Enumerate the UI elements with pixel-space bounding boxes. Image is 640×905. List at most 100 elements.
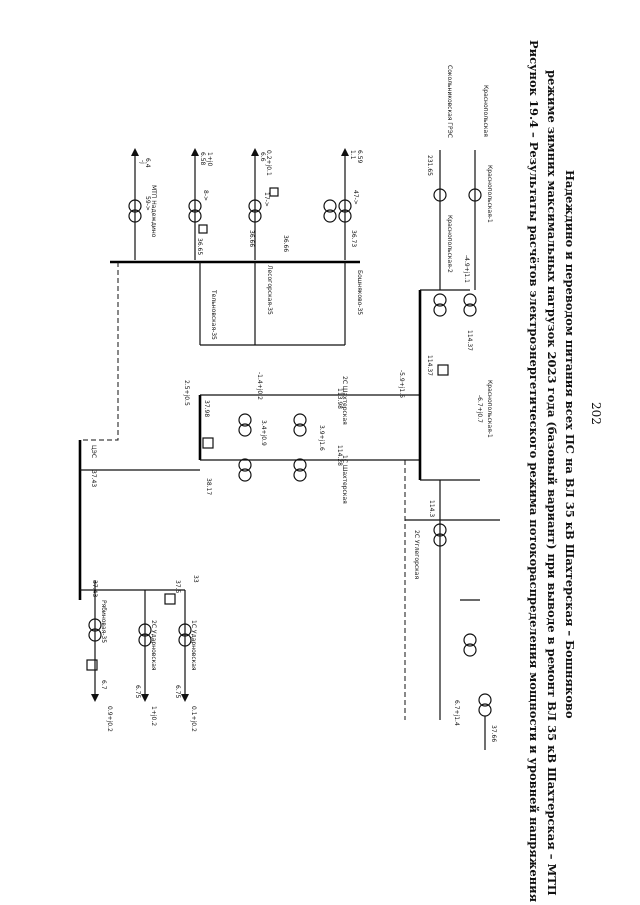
schematic-element bbox=[188, 209, 202, 223]
bosh-bus: 36.73 bbox=[350, 230, 357, 247]
les-bus: 36.66 bbox=[248, 230, 255, 247]
dashed-line-mtp bbox=[80, 262, 119, 441]
shakh-voltage-3: 114.28 bbox=[336, 445, 343, 466]
schematic-element bbox=[128, 209, 142, 223]
substation-tses: ЦЭС 37.43 bbox=[78, 440, 200, 600]
schematic-element bbox=[323, 209, 337, 223]
shakh2-voltage: 38.17 bbox=[205, 478, 212, 495]
krasnopolskaya-1-label: Краснопольская-1 bbox=[486, 380, 493, 438]
schematic-element bbox=[293, 413, 307, 427]
gres-voltage: 231.65 bbox=[426, 155, 433, 176]
left-pq: 6.7+j1.4 bbox=[453, 700, 460, 726]
schematic-element bbox=[468, 188, 482, 202]
schematic-element bbox=[433, 188, 447, 202]
schematic-element bbox=[437, 364, 449, 376]
substation-lower-left: 37.66 6.7+j1.4 bbox=[439, 480, 497, 750]
shakh-1s-label: 1С Шахтерская bbox=[341, 455, 348, 504]
caption: Рисунок 19.4 – Результаты расчётов элект… bbox=[527, 40, 577, 905]
substation-ryabinovaya: Рябиновая-35 37.43 6.7 0.9+j0.2 bbox=[86, 580, 113, 732]
ud-voltage-2: 6.75 bbox=[174, 685, 181, 699]
schematic-element bbox=[198, 224, 208, 234]
feeder-mtp: -j 6.4 59-> МТП Надеждино bbox=[128, 148, 157, 260]
ud-voltage-1: 6.75 bbox=[134, 685, 141, 699]
caption-line-2: режиме зимних максимальных нагрузок 2023… bbox=[545, 70, 559, 896]
shakh-pq-4: 3.9+j1.6 bbox=[318, 425, 325, 451]
schematic-element bbox=[138, 623, 152, 637]
schematic-element bbox=[269, 187, 279, 197]
kr-voltage-2: 114.37 bbox=[466, 330, 473, 351]
schematic-element bbox=[251, 148, 259, 156]
caption-line-3: Надеждино и переводом питания всех ПС на… bbox=[563, 170, 577, 719]
krasnopolskaya-2-label: Краснопольская-2 bbox=[446, 215, 453, 273]
schematic-element bbox=[293, 423, 307, 437]
bosh-voltage: 6.59 bbox=[356, 150, 363, 164]
les-bus-2: 36.66 bbox=[282, 235, 289, 252]
tel-bus: 36.65 bbox=[196, 238, 203, 255]
schematic-element bbox=[338, 199, 352, 213]
udarnovskaya-1s-label: 1С Ударновская bbox=[190, 620, 197, 671]
schematic-element bbox=[238, 458, 252, 472]
schematic-element bbox=[164, 593, 176, 605]
shakh-voltage: 37.98 bbox=[203, 400, 210, 417]
shakh-pq-2: -1.4+j0.2 bbox=[256, 372, 263, 400]
shakh-pq-3: 3.4+j0.9 bbox=[260, 420, 267, 446]
ud-load-2: 0.1+j0.2 bbox=[190, 706, 197, 732]
tel-flow: 8-> bbox=[202, 190, 209, 201]
schematic-element bbox=[178, 623, 192, 637]
schematic-element bbox=[128, 199, 142, 213]
page-number: 202 bbox=[589, 402, 603, 425]
schematic-element bbox=[88, 628, 102, 642]
ryab-load: 0.9+j0.2 bbox=[106, 706, 113, 732]
les-flow: 17-> bbox=[263, 192, 270, 207]
les-load: 0.2+j0.1 bbox=[265, 150, 272, 176]
ryab-bus: 37.43 bbox=[91, 580, 98, 597]
schematic-element bbox=[463, 303, 477, 317]
udarnovskaya-2s-label: 2С Ударновская bbox=[150, 620, 157, 671]
schematic-element bbox=[178, 633, 192, 647]
tel-load: 1+j0 bbox=[206, 152, 213, 167]
tel-voltage: 6.58 bbox=[199, 152, 206, 166]
schematic-element bbox=[238, 413, 252, 427]
left-voltage: 37.66 bbox=[490, 725, 497, 742]
bosh-flow: 47-> bbox=[352, 190, 359, 205]
les-voltage: 6.6 bbox=[259, 152, 266, 162]
schematic-element bbox=[433, 293, 447, 307]
schematic-element bbox=[88, 618, 102, 632]
schematic-element bbox=[91, 694, 99, 702]
schematic-element bbox=[86, 659, 98, 671]
kr-pq-2: -6.7+j0.7 bbox=[476, 395, 483, 423]
schematic-element bbox=[478, 693, 492, 707]
ud-bus: 37.5 bbox=[174, 580, 181, 594]
schematic-element bbox=[338, 209, 352, 223]
ryab-voltage: 6.7 bbox=[100, 680, 107, 690]
uglegorskaya-label: 2С Углегорская bbox=[413, 530, 420, 579]
ud-flow: 33 bbox=[192, 575, 199, 583]
schematic-element bbox=[341, 148, 349, 156]
schematic-element bbox=[463, 293, 477, 307]
shakh-2s-label: 2С Шахтерская bbox=[341, 376, 348, 425]
feeder-telnovskaya: 6.58 1+j0 8-> 36.65 bbox=[188, 148, 213, 260]
boshnyakovo-label: Бошняково-35 bbox=[356, 270, 363, 315]
schematic-element bbox=[181, 694, 189, 702]
bosh-load: 1.1 bbox=[349, 150, 356, 160]
schematic-element bbox=[202, 437, 214, 449]
telnovskaya-label: Тельновская-35 bbox=[210, 289, 217, 340]
schematic-element bbox=[141, 694, 149, 702]
kraspogorskaya-label: Краснопольская bbox=[482, 85, 489, 137]
substation-shakhterskaya: 37.98 38.17 113.98 114.28 2.5+j0.5 -1.4+… bbox=[183, 372, 348, 504]
uglegorsk-voltage: 114.3 bbox=[428, 500, 435, 517]
ryabinovaya-label: Рябиновая-35 bbox=[100, 600, 107, 643]
tses-voltage: 37.43 bbox=[90, 470, 97, 487]
kr-pq-3: -4.9+j1.1 bbox=[463, 255, 470, 283]
kr-voltage: 114.37 bbox=[426, 355, 433, 376]
schematic-element bbox=[293, 458, 307, 472]
kr-pq-1: -5.9+j1.6 bbox=[398, 370, 405, 398]
mtp-voltage: 6.4 bbox=[144, 158, 151, 168]
schematic-element bbox=[323, 199, 337, 213]
feeder-lesogorskaya: 6.6 0.2+j0.1 17-> 36.66 36.66 bbox=[248, 148, 289, 260]
substation-uglegorskaya: 2С Углегорская 114.3 bbox=[405, 500, 500, 579]
schematic-element bbox=[433, 303, 447, 317]
schematic-element bbox=[293, 468, 307, 482]
